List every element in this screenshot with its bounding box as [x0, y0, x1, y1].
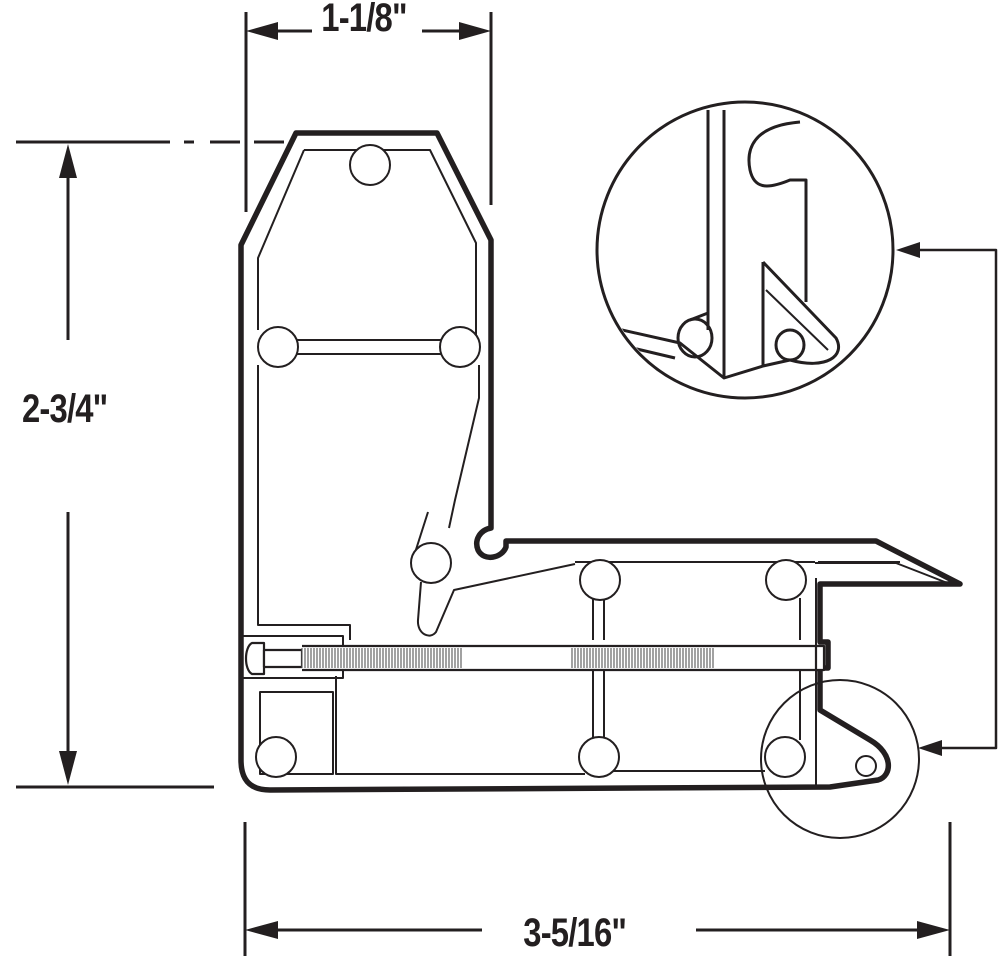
threaded-bolt [244, 641, 826, 676]
dimension-label-width: 1-1/8" [318, 0, 410, 38]
callout-leader [896, 242, 998, 756]
dimension-label-depth: 3-5/16" [520, 913, 630, 953]
dimension-height [16, 140, 284, 789]
bracket-inner-profile [240, 149, 951, 785]
bracket-outer-profile [238, 130, 963, 793]
dimension-width [244, 12, 493, 212]
bolt-threads [301, 648, 714, 668]
detail-magnified-view [595, 100, 895, 400]
roller-circles [255, 144, 807, 778]
dimension-label-height: 2-3/4" [22, 387, 108, 431]
dimension-depth [243, 822, 952, 956]
detail-source-circle [760, 679, 920, 839]
latch-hole [855, 755, 877, 777]
